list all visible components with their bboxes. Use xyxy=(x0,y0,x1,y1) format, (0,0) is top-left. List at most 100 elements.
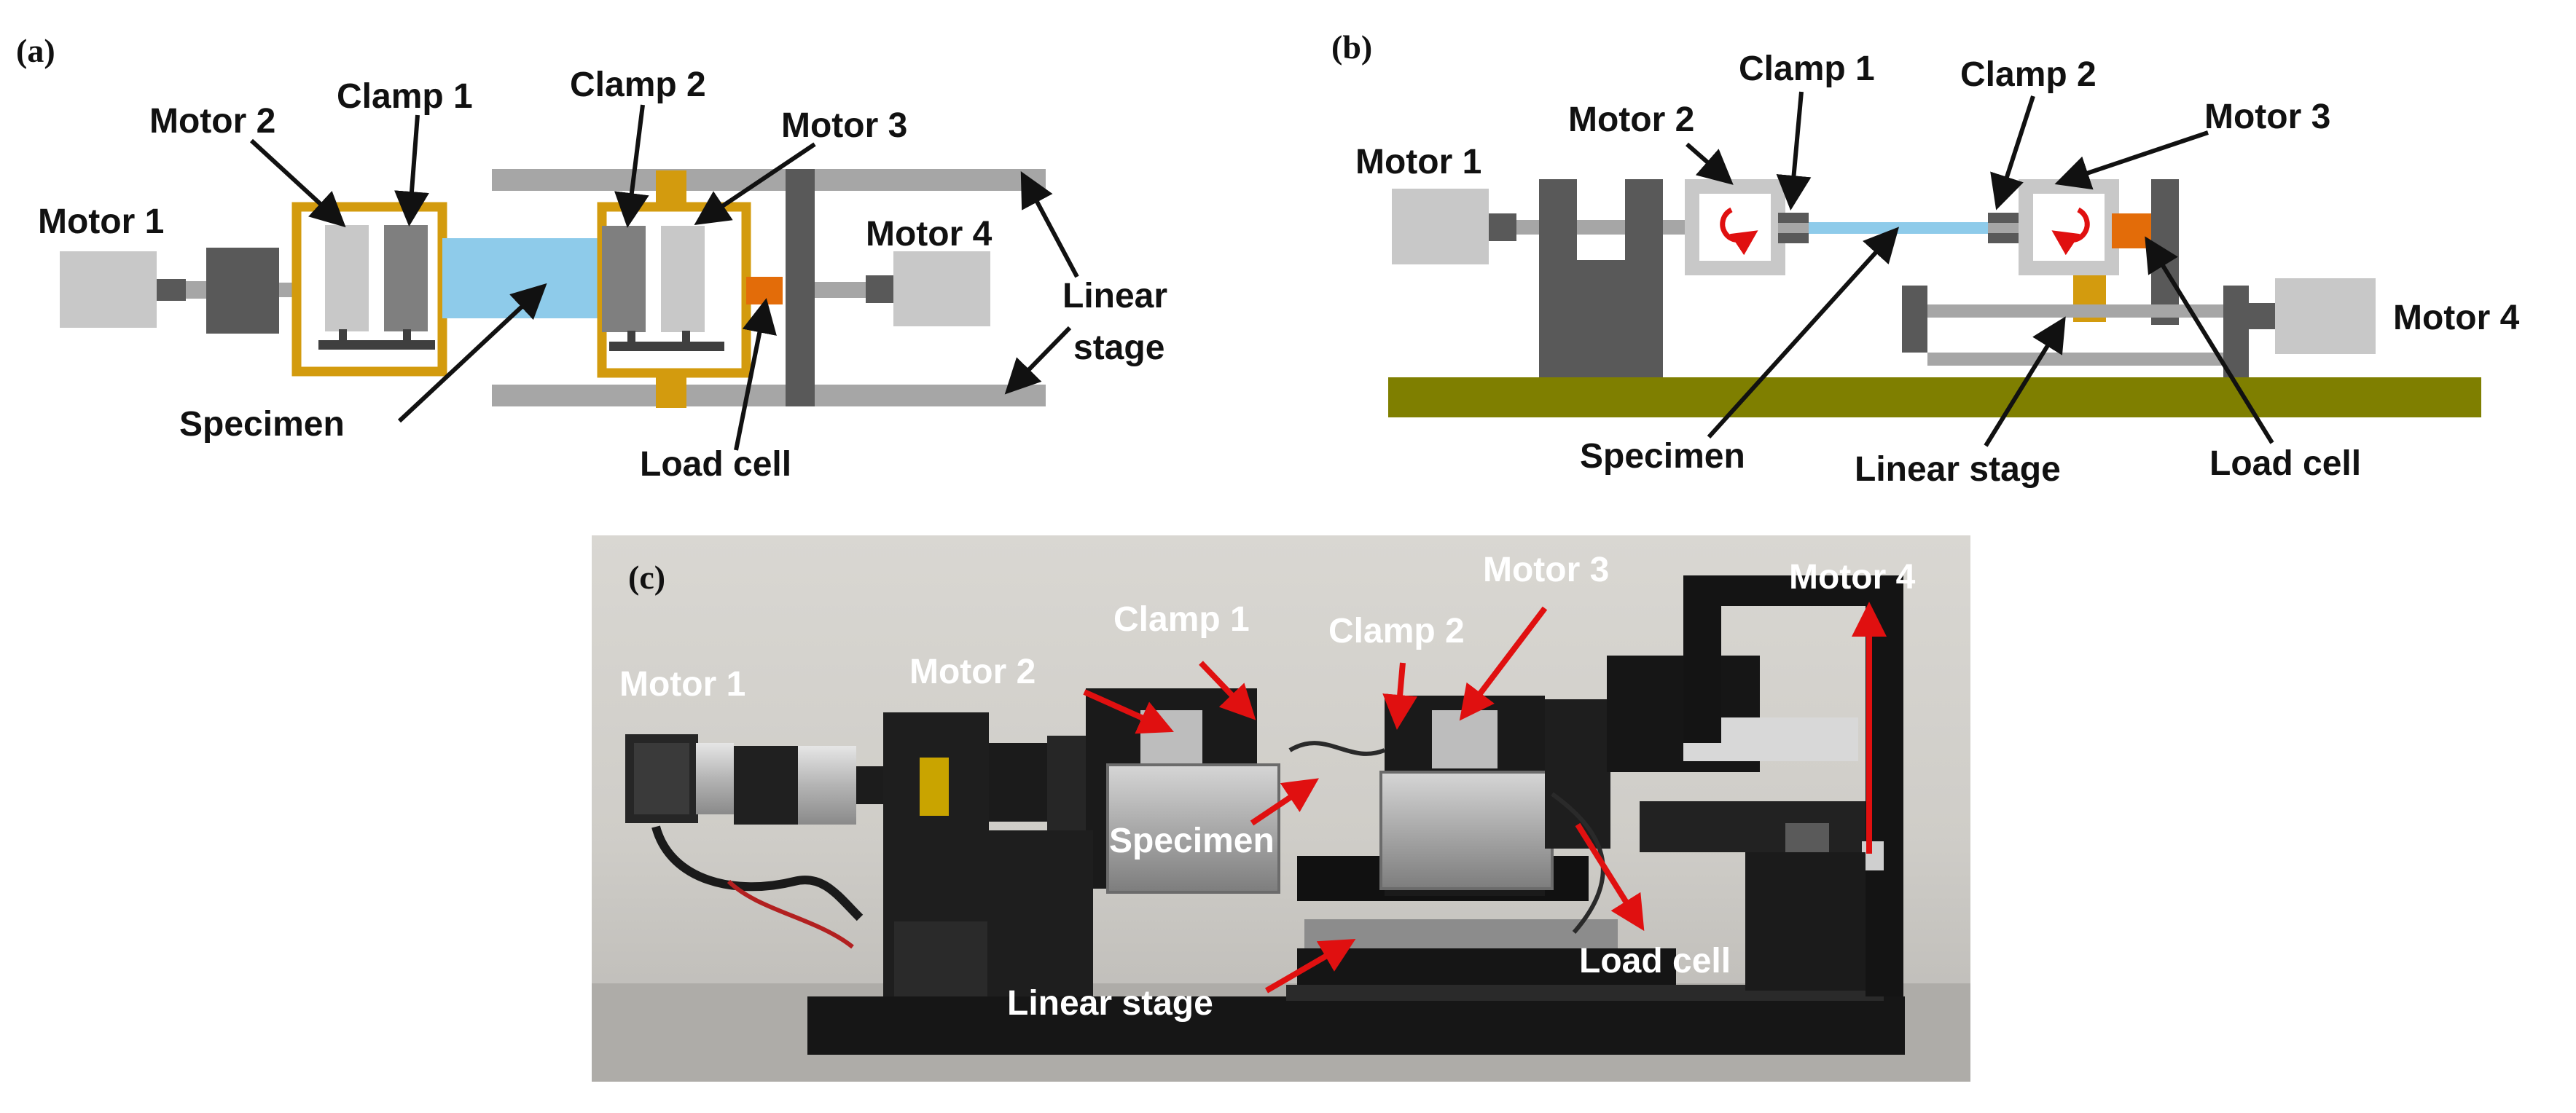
specimen-strip xyxy=(1809,222,1988,234)
arrow-linear-stage xyxy=(1264,938,1356,994)
clamp1-base xyxy=(318,340,435,350)
label-motor1: Motor 1 xyxy=(38,202,164,241)
motor2-block xyxy=(325,225,369,331)
motor1-shaft xyxy=(157,279,186,301)
photo-cable xyxy=(651,825,864,921)
clamp1-shaft xyxy=(279,283,295,297)
base-plate xyxy=(1388,377,2481,417)
label-clamp1: Clamp 1 xyxy=(337,77,473,116)
arrow-specimen xyxy=(1707,227,1900,439)
rotation-arrow-motor3 xyxy=(2051,207,2090,256)
motor1-block xyxy=(1392,189,1489,264)
arrow-motor3 xyxy=(1459,606,1548,721)
motor1-coupling xyxy=(1489,213,1516,241)
motor4-shaft xyxy=(815,282,866,298)
photo-base-plate xyxy=(807,996,1905,1055)
arrow-specimen xyxy=(397,283,547,423)
linear-stage-rail-top xyxy=(492,169,1046,191)
arrow-linear-stage xyxy=(1984,316,2066,447)
label-load-cell: Load cell xyxy=(1579,942,1731,980)
label-motor1: Motor 1 xyxy=(1355,143,1481,181)
photo-linear-stage-rail xyxy=(1304,919,1618,948)
support-base xyxy=(1539,260,1663,377)
linear-stage-rail xyxy=(1927,304,2223,318)
label-clamp2: Clamp 2 xyxy=(570,66,706,104)
arrow-linear-bottom xyxy=(1004,326,1072,395)
arrow-motor2 xyxy=(249,138,346,228)
label-motor4: Motor 4 xyxy=(1789,558,1916,597)
photo-motor3 xyxy=(1432,710,1498,768)
arrow-clamp1 xyxy=(1199,661,1256,720)
photo-load-cell-mount xyxy=(1545,699,1610,849)
motor1-connector xyxy=(186,281,206,299)
end-plate xyxy=(786,169,815,406)
load-cell-block xyxy=(746,277,783,304)
motor1-gearbox xyxy=(206,248,279,334)
label-linear-stage: Linear stage xyxy=(1007,984,1213,1023)
label-specimen: Specimen xyxy=(1580,437,1745,476)
clamp1-block xyxy=(384,225,428,331)
label-load-cell: Load cell xyxy=(640,445,791,484)
arrow-clamp2 xyxy=(614,104,649,228)
stage-left-post xyxy=(1902,286,1927,353)
arrow-linear-top xyxy=(1020,171,1079,278)
label-linear: Linear xyxy=(1062,277,1167,315)
motor2-box xyxy=(1685,179,1785,275)
label-motor4: Motor 4 xyxy=(2393,299,2520,337)
clamp2-upper xyxy=(1988,213,2019,223)
panel-b: (b) xyxy=(1331,28,2520,489)
arrow-clamp2 xyxy=(1990,95,2035,211)
photo-left-cover xyxy=(1106,763,1280,894)
arrow-load-cell xyxy=(2145,236,2274,444)
label-clamp2: Clamp 2 xyxy=(1960,55,2097,94)
label-specimen: Specimen xyxy=(1109,822,1275,860)
label-motor3: Motor 3 xyxy=(1483,551,1609,589)
linear-stage-rail-bottom xyxy=(492,385,1046,406)
photo-right-cover xyxy=(1379,771,1554,890)
load-cell-block xyxy=(2112,213,2151,248)
label-motor1: Motor 1 xyxy=(619,665,745,704)
motor1-block xyxy=(60,251,157,328)
label-stage: stage xyxy=(1073,329,1164,367)
arrow-clamp1 xyxy=(394,114,429,227)
label-clamp1: Clamp 1 xyxy=(1113,600,1250,639)
arrow-motor3 xyxy=(694,142,816,226)
panel-c: (c) xyxy=(592,535,1970,1082)
clamp1-upper xyxy=(1778,213,1809,223)
motor4-block xyxy=(893,251,990,326)
label-motor2: Motor 2 xyxy=(1568,101,1694,139)
panel-a-letter: (a) xyxy=(16,32,55,69)
arrow-motor3 xyxy=(2054,130,2209,190)
label-specimen: Specimen xyxy=(179,405,345,444)
label-clamp2: Clamp 2 xyxy=(1328,612,1465,650)
motor4-coupling xyxy=(2249,303,2275,329)
label-clamp1: Clamp 1 xyxy=(1739,50,1875,88)
rotation-arrow-motor2 xyxy=(1720,207,1758,256)
arrow-clamp2 xyxy=(1382,662,1418,730)
label-load-cell: Load cell xyxy=(2209,444,2361,483)
arrow-specimen xyxy=(1250,778,1319,826)
arrow-clamp1 xyxy=(1776,91,1812,211)
motor4-block xyxy=(2275,278,2376,354)
motor3-box xyxy=(2019,179,2119,275)
label-motor4: Motor 4 xyxy=(866,215,993,253)
label-motor3: Motor 3 xyxy=(2204,98,2330,136)
label-motor2: Motor 2 xyxy=(149,102,275,141)
clamp1-lower xyxy=(1778,233,1809,243)
label-motor2: Motor 2 xyxy=(909,653,1036,691)
label-linear-stage: Linear stage xyxy=(1855,450,2061,489)
arrow-motor2 xyxy=(1083,689,1174,734)
panel-b-letter: (b) xyxy=(1331,28,1372,66)
clamp2-lower xyxy=(1988,233,2019,243)
clamp2-base xyxy=(609,342,724,351)
arrow-motor2 xyxy=(1686,142,1734,185)
panel-a: (a) Motor 1 xyxy=(16,32,1167,484)
stage-right-post xyxy=(2223,286,2249,377)
arrow-load-cell xyxy=(734,298,777,451)
label-motor3: Motor 3 xyxy=(781,106,907,145)
linear-stage-lower-rail xyxy=(1927,353,2223,366)
motor4-coupling xyxy=(866,275,893,303)
arrow-load-cell xyxy=(1575,822,1645,932)
panel-c-letter: (c) xyxy=(628,559,665,596)
